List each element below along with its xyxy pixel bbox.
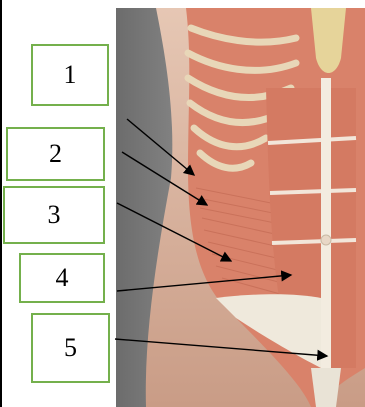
linea-alba xyxy=(321,78,331,378)
label-text-5: 5 xyxy=(64,333,77,363)
label-text-2: 2 xyxy=(49,139,62,169)
label-box-5: 5 xyxy=(31,313,110,383)
label-box-1: 1 xyxy=(31,44,109,106)
label-text-4: 4 xyxy=(56,263,69,293)
label-box-2: 2 xyxy=(6,127,105,181)
umbilicus xyxy=(321,235,331,245)
label-box-3: 3 xyxy=(3,186,105,244)
label-box-4: 4 xyxy=(19,253,105,303)
pubic-symphysis xyxy=(311,368,341,407)
label-text-1: 1 xyxy=(64,60,77,90)
label-text-3: 3 xyxy=(48,200,61,230)
left-border-line xyxy=(0,0,2,407)
abdominal-muscles-illustration xyxy=(116,8,365,407)
